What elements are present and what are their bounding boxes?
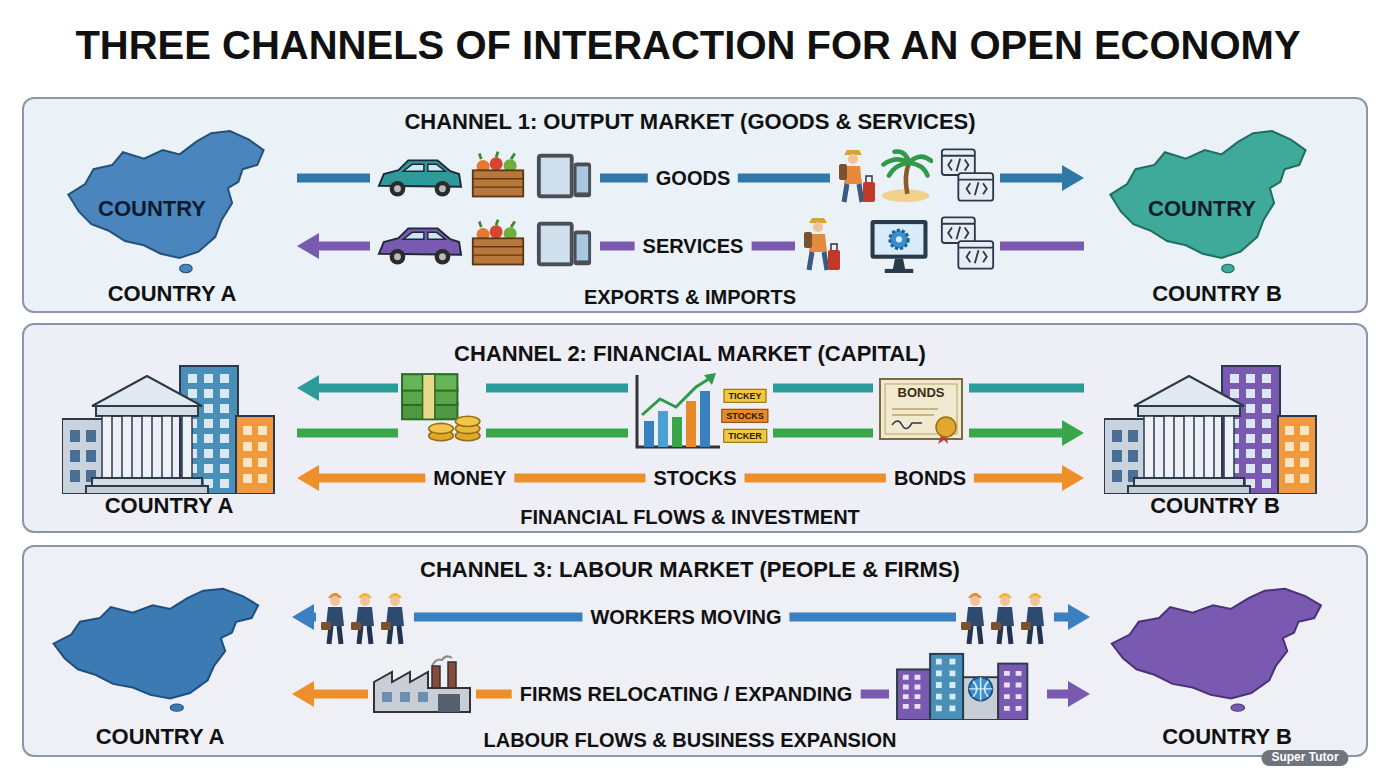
worker-icon: [1021, 593, 1044, 644]
channel-band: CHANNEL 3: LABOUR MARKET (PEOPLE & FIRMS…: [22, 545, 1368, 757]
watermark: Super Tutor: [1261, 750, 1348, 766]
offices-icon: [897, 654, 1027, 720]
certificate-title: BONDS: [898, 386, 945, 401]
arrow-head: [1068, 604, 1090, 630]
monitor-icon: [870, 220, 927, 273]
country-map: COUNTRY B: [1090, 587, 1337, 752]
car-icon: [379, 228, 461, 264]
worker-icon: [321, 593, 344, 644]
flow-arrow: [297, 420, 1084, 446]
money-icon: [402, 374, 480, 441]
flow-arrow: [297, 165, 1084, 191]
flow-arrow: [297, 375, 1084, 401]
ticker-tag: STOCKS: [721, 409, 768, 423]
band-footer: LABOUR FLOWS & BUSINESS EXPANSION: [484, 729, 897, 752]
map-outline: [47, 587, 267, 715]
island-icon: [882, 151, 932, 202]
channel-band: CHANNEL 2: FINANCIAL MARKET (CAPITAL) FIN…: [22, 323, 1368, 533]
worker-icon: [381, 593, 404, 644]
arrow-head: [1062, 165, 1084, 191]
flow-label: FIRMS RELOCATING / EXPANDING: [512, 683, 861, 706]
arrow-head: [297, 375, 319, 401]
finance-icons: [398, 368, 969, 454]
diagram-title: THREE CHANNELS OF INTERACTION FOR AN OPE…: [75, 22, 1300, 68]
flow-label: STOCKS: [646, 467, 745, 490]
country-name: COUNTRY B: [1150, 493, 1280, 518]
flow-label: GOODS: [648, 167, 738, 190]
arrow-head: [297, 465, 319, 491]
traveller-icon: [804, 218, 840, 270]
country-name: COUNTRY A: [105, 493, 234, 518]
services-icons: [370, 210, 1000, 278]
traveller-icon: [839, 150, 875, 202]
flow-arrow: [297, 465, 1084, 491]
flow-label: WORKERS MOVING: [582, 606, 789, 629]
country-map: COUNTRY A: [47, 587, 292, 752]
code-icon: [942, 149, 993, 200]
flow-label: BONDS: [886, 467, 974, 490]
country-map: COUNTRY COUNTRY B: [1084, 129, 1324, 309]
bond-certificate: [880, 379, 962, 444]
arrow-head: [1062, 420, 1084, 446]
arrow-head: [297, 233, 319, 259]
factory-icon: [374, 656, 470, 712]
ticker-tag: TICKEY: [723, 389, 766, 403]
country-map: COUNTRY COUNTRY A: [57, 129, 297, 309]
worker-icon: [351, 593, 374, 644]
worker-icon: [991, 593, 1014, 644]
map-label: COUNTRY: [1148, 196, 1256, 221]
produce-icon: [473, 152, 523, 197]
goods-icons: [370, 142, 1000, 208]
arrow-head: [1062, 465, 1084, 491]
flow-arrow: [292, 681, 1090, 707]
financial-centre: COUNTRY A: [57, 364, 297, 522]
car-icon: [379, 160, 461, 196]
building-group: [1104, 364, 1319, 494]
country-name: COUNTRY A: [108, 281, 237, 306]
device-icon: [537, 222, 591, 266]
band-footer: EXPORTS & IMPORTS: [584, 286, 796, 309]
code-icon: [942, 217, 993, 268]
map-outline: [1105, 587, 1330, 715]
arrow-shaft: [297, 429, 1063, 438]
flow-label: SERVICES: [635, 235, 752, 258]
country-name: COUNTRY A: [96, 724, 225, 749]
device-icon: [537, 154, 591, 198]
band-heading: CHANNEL 1: OUTPUT MARKET (GOODS & SERVIC…: [404, 109, 975, 134]
flow-label: MONEY: [425, 467, 514, 490]
labour-icons: [316, 586, 1054, 722]
arrow-head: [292, 681, 314, 707]
channel-band: CHANNEL 1: OUTPUT MARKET (GOODS & SERVIC…: [22, 97, 1368, 313]
country-name: COUNTRY B: [1162, 724, 1292, 749]
chart-icon: [637, 373, 720, 447]
ticker-tag: TICKER: [723, 429, 767, 443]
building-group: [62, 364, 277, 494]
arrow-shaft: [318, 384, 1084, 393]
arrow-head: [1068, 681, 1090, 707]
financial-centre: COUNTRY B: [1084, 364, 1324, 522]
flow-arrow: [292, 604, 1090, 630]
country-name: COUNTRY B: [1152, 281, 1282, 306]
band-heading: CHANNEL 3: LABOUR MARKET (PEOPLE & FIRMS…: [420, 557, 960, 582]
produce-icon: [473, 220, 523, 265]
arrow-head: [292, 604, 314, 630]
band-heading: CHANNEL 2: FINANCIAL MARKET (CAPITAL): [454, 341, 926, 366]
band-footer: FINANCIAL FLOWS & INVESTMENT: [520, 506, 860, 529]
flow-arrow: [297, 233, 1084, 259]
worker-icon: [961, 593, 984, 644]
map-label: COUNTRY: [98, 196, 206, 221]
